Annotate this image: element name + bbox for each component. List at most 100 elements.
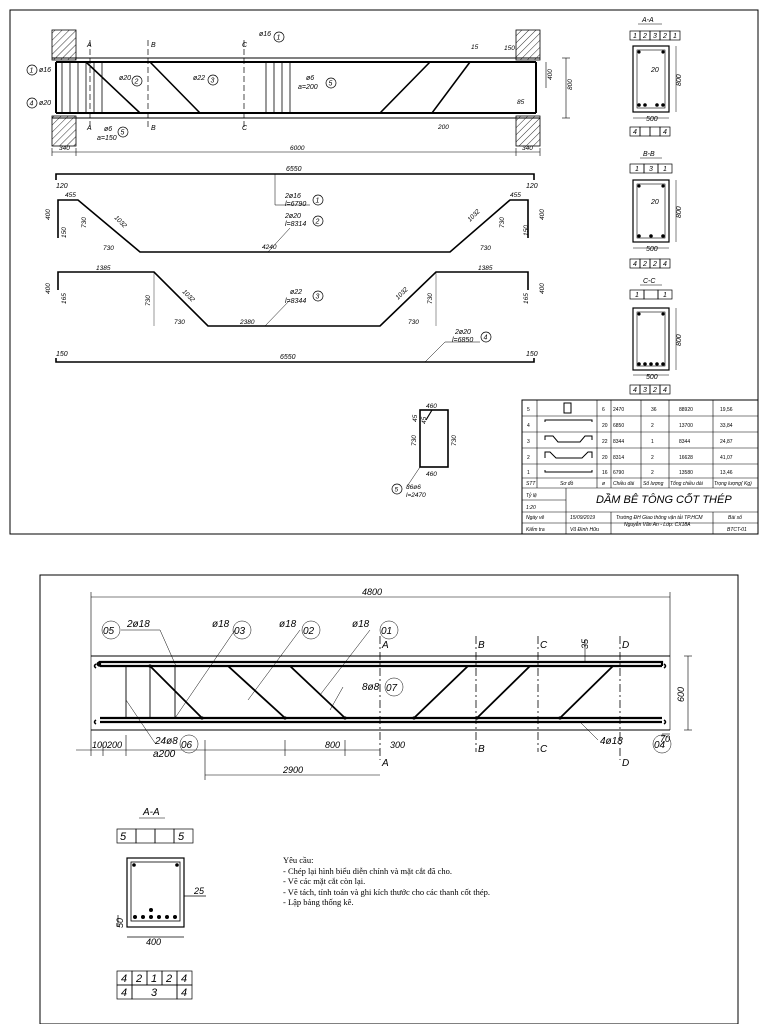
- stirrups: [61, 62, 291, 113]
- label-02: ø18: [279, 619, 297, 630]
- sheet-number: BTCT-01: [727, 527, 747, 533]
- dim-height-2: 600: [676, 687, 686, 702]
- dim-100: 100: [92, 740, 107, 750]
- bar-2-dim-6: 4240: [262, 244, 277, 251]
- bar-3-dim-0: 1385: [96, 265, 111, 272]
- date-value: 15/09/2019: [570, 515, 595, 521]
- section-aa-title: A-A: [641, 17, 654, 24]
- dim-top-stub: 150: [504, 45, 515, 52]
- label-top-bar: ø16: [259, 31, 271, 38]
- bar-4-dim-length: 6550: [280, 354, 296, 361]
- table-cell-count: 36: [651, 407, 657, 413]
- table-cell-count: 1: [651, 439, 654, 445]
- dim-span: 6000: [290, 145, 305, 152]
- section-bb-top-0: 1: [635, 166, 639, 173]
- header-total: Tổng chiều dài: [670, 480, 704, 487]
- label-bend2: ø22: [193, 75, 205, 82]
- section-2-bot-0-2: 1: [151, 973, 157, 985]
- table-cell-len: 8344: [613, 439, 624, 445]
- bar-2-num: 2: [315, 219, 320, 226]
- mark-a-bottom: A: [381, 758, 389, 769]
- mark-a-top: A: [381, 640, 389, 651]
- num-bend1: 2: [134, 79, 139, 86]
- support-right-bottom: [515, 115, 541, 147]
- table-cell-count: 2: [651, 455, 654, 461]
- sheet-1-border: [9, 9, 759, 535]
- bar-5-dim-5: 460: [426, 471, 437, 478]
- table-cell-stt: 3: [527, 439, 530, 445]
- table-cell-weight: 13,46: [720, 470, 733, 476]
- label-stirrup2: ø6: [104, 126, 112, 133]
- bar-3-label: ø22: [290, 289, 302, 296]
- table-cell-stt: 1: [527, 470, 530, 476]
- section-cc-bot-1: 3: [643, 387, 647, 394]
- mark-d-bottom: D: [622, 758, 629, 769]
- section-2-bot-0-1: 2: [135, 973, 142, 985]
- support-left-bottom: [51, 115, 77, 147]
- section-2-bot-0-4: 4: [181, 973, 187, 985]
- rebar-labels: ø16 1 ø20 2 ø22 3 ø6 a=200 5 ø6 a=150 5 …: [26, 31, 337, 142]
- diagonal-bars: [149, 665, 614, 719]
- elevation-dims: [51, 57, 570, 156]
- dims-2: [76, 592, 692, 780]
- section-2-width: 400: [146, 937, 161, 947]
- table-cell-dia: 22: [602, 439, 608, 445]
- num-bend2: 3: [211, 78, 215, 85]
- label-bend1: ø20: [119, 75, 131, 82]
- table-cell-dia: 16: [602, 470, 608, 476]
- section-cc-bot-3: 4: [663, 387, 667, 394]
- table-cell-weight: 33,84: [720, 423, 733, 429]
- table-cell-total: 88920: [679, 407, 693, 413]
- num-07: 07: [386, 683, 398, 694]
- support-left-top: [51, 29, 77, 61]
- section-2-aa: A-A 5 5 4 2 1: [115, 807, 206, 1000]
- bar-1-dim-length: 6550: [286, 166, 302, 173]
- section-bb-top-2: 1: [663, 166, 667, 173]
- bar-5-dim-3: 730: [411, 435, 418, 446]
- bar-2-dim-2: 150: [61, 227, 68, 238]
- section-2-bot-1-2: 3: [151, 987, 158, 999]
- section-2-top-0: 5: [120, 831, 127, 843]
- num-04: 04: [654, 740, 666, 751]
- bar-3-dim-2: 165: [61, 293, 68, 304]
- requirement-item: - Chép lại hình biểu diễn chính và mặt c…: [283, 865, 453, 876]
- section-mark-c-top: C: [242, 42, 248, 49]
- section-cc-top-2: 1: [663, 292, 667, 299]
- bar-3-dim-12: 165: [523, 293, 530, 304]
- date-label: Ngày vẽ: [526, 515, 545, 521]
- section-marks: A A B B C C: [86, 42, 248, 132]
- bar-3-dim-6: 2380: [239, 319, 255, 326]
- dim-support-right: 340: [522, 145, 533, 152]
- label-left-top: ø16: [39, 67, 51, 74]
- num-05: 05: [103, 626, 115, 637]
- bar-2-label: 2ø20: [284, 213, 301, 220]
- label-stirrup-spacing: a=200: [298, 84, 318, 91]
- section-mark-a-bottom: A: [86, 125, 92, 132]
- section-aa-cover: 20: [650, 67, 659, 74]
- section-aa-top-2: 3: [653, 33, 657, 40]
- bar-2-dim-11: 400: [539, 209, 546, 220]
- label-05: 2ø18: [126, 619, 150, 630]
- label-03: ø18: [212, 619, 230, 630]
- requirement-item: - Vẽ các mặt cắt còn lại.: [283, 876, 366, 886]
- section-aa-top-4: 1: [673, 33, 677, 40]
- label-04: 4ø18: [600, 736, 623, 747]
- bar-2-dim-8: 1032: [466, 208, 481, 223]
- bar-4-dim-right: 150: [526, 351, 538, 358]
- mark-c-top: C: [540, 640, 548, 651]
- bar-2-dim-9: 730: [499, 217, 506, 228]
- bar-5-dim-0: 460: [426, 403, 437, 410]
- bent-bar-3a: [149, 61, 201, 114]
- section-aa-bot-0: 4: [633, 129, 637, 136]
- table-cell-weight: 19,56: [720, 407, 733, 413]
- school-name: Trường ĐH Giao thông vận tải TP.HCM: [616, 514, 703, 521]
- section-2-cover-bottom: 50: [115, 918, 125, 928]
- section-mark-a-top: A: [86, 42, 92, 49]
- section-lines-2: [379, 636, 621, 760]
- table-cell-stt: 2: [527, 455, 530, 461]
- bar-2-total: l=8314: [285, 221, 306, 228]
- checker-name: Vũ Đình Hữu: [570, 527, 599, 533]
- num-stirrup2: 5: [121, 130, 125, 137]
